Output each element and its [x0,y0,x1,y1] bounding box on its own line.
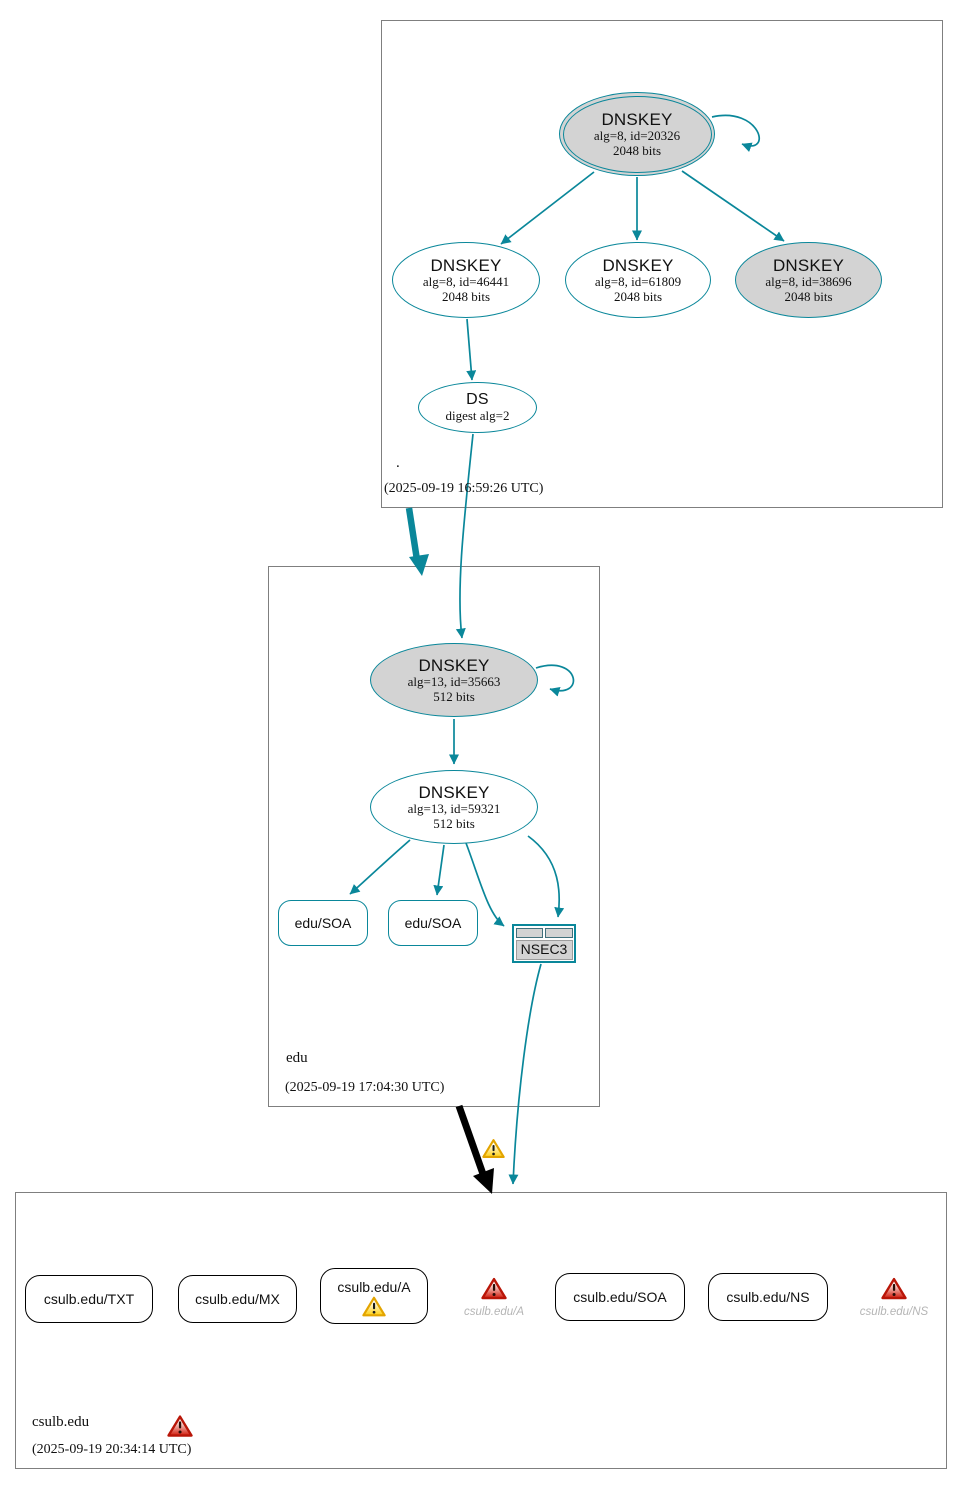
edge-nsec3-to-csulb [508,963,542,1185]
edge-zsk46441-to-ds [466,318,477,381]
nsec3-cell [545,927,573,938]
warning-icon [362,1296,386,1317]
edge-delegation-edu-to-csulb-arrowhead [473,1168,494,1194]
edge-edu-zsk-to-nsec3-left [465,842,505,927]
node-digest: digest alg=2 [445,408,510,424]
dnskey-node-root-46441[interactable]: DNSKEY alg=8, id=46441 2048 bits [392,242,540,318]
ksk-double-border-ring [562,95,712,173]
dnskey-node-root-20326[interactable]: DNSKEY alg=8, id=20326 2048 bits [559,92,715,176]
zone-box-root [381,20,943,508]
node-alg: alg=13, id=59321 [407,800,501,816]
node-label: edu/SOA [294,915,352,931]
node-label: csulb.edu/NS [726,1289,810,1305]
node-alg: alg=8, id=20326 [593,127,681,143]
zone-timestamp-csulb: (2025-09-19 20:34:14 UTC) [32,1442,192,1457]
error-icon [881,1277,907,1300]
rrset-node-csulb-txt[interactable]: csulb.edu/TXT [25,1275,153,1323]
dnskey-node-edu-35663[interactable]: DNSKEY alg=13, id=35663 512 bits [370,643,538,717]
rrset-node-edu-soa-1[interactable]: edu/SOA [278,900,368,946]
delegation-warning-icon [482,1138,505,1159]
edge-ds-to-edu-ksk [455,433,474,639]
node-label: csulb.edu/SOA [573,1289,667,1305]
error-icon [481,1277,507,1300]
node-title: DNSKEY [418,782,490,802]
rrset-node-csulb-ns[interactable]: csulb.edu/NS [708,1273,828,1321]
node-label: edu/SOA [404,915,462,931]
zone-box-edu [268,566,600,1107]
zone-box-csulb-edu [15,1192,947,1469]
zone-error-icon [167,1414,193,1438]
node-alg: alg=13, id=35663 [407,673,501,689]
dnskey-node-root-38696[interactable]: DNSKEY alg=8, id=38696 2048 bits [735,242,882,318]
edge-delegation-root-to-edu [405,507,421,561]
dnskey-node-edu-59321[interactable]: DNSKEY alg=13, id=59321 512 bits [370,770,538,844]
ds-node-root[interactable]: DS digest alg=2 [418,382,537,433]
node-title: DS [466,391,489,409]
node-label: csulb.edu/A [463,1306,525,1318]
edge-root-ksk-self-loop [711,114,760,153]
edge-root-ksk-to-zsk46441 [500,171,595,245]
edge-delegation-root-to-edu-arrowhead [409,554,429,576]
node-alg: alg=8, id=46441 [422,273,510,289]
zone-label-edu: edu [286,1050,308,1066]
nsec3-cell [515,927,543,938]
node-label: csulb.edu/NS [859,1306,929,1318]
node-label: csulb.edu/TXT [43,1291,135,1307]
node-alg: alg=8, id=61809 [594,273,682,289]
rrset-node-csulb-soa[interactable]: csulb.edu/SOA [555,1273,685,1321]
node-title: DNSKEY [602,255,674,275]
nsec3-node-edu[interactable]: NSEC3 [512,924,576,963]
node-bits: 512 bits [433,688,475,704]
node-title: DNSKEY [601,109,673,129]
node-bits: 2048 bits [612,142,662,158]
negative-response-csulb-ns[interactable]: csulb.edu/NS [856,1277,932,1318]
edge-edu-zsk-to-soa2 [433,844,445,896]
edge-delegation-edu-to-csulb [455,1104,487,1176]
node-bits: 2048 bits [784,288,833,304]
edge-edu-zsk-to-soa1 [349,839,411,895]
rrset-node-edu-soa-2[interactable]: edu/SOA [388,900,478,946]
node-title: DNSKEY [418,655,490,675]
edge-edu-ksk-self-loop [535,664,575,697]
node-title: DNSKEY [772,255,845,275]
edge-edu-zsk-to-nsec3-right [527,835,565,918]
nsec3-header-cells [515,927,573,938]
node-label: csulb.edu/MX [195,1291,280,1307]
zone-timestamp-root: (2025-09-19 16:59:26 UTC) [384,481,544,496]
node-bits: 512 bits [433,815,475,831]
edge-root-ksk-to-ksk38696 [681,170,785,242]
rrset-node-csulb-a[interactable]: csulb.edu/A [320,1268,428,1324]
node-alg: alg=8, id=38696 [765,273,852,289]
dnskey-node-root-61809[interactable]: DNSKEY alg=8, id=61809 2048 bits [565,242,711,318]
node-bits: 2048 bits [441,288,491,304]
zone-timestamp-edu: (2025-09-19 17:04:30 UTC) [285,1080,445,1095]
zone-label-root: . [396,455,400,471]
node-label: csulb.edu/A [337,1278,411,1295]
node-title: DNSKEY [430,255,502,275]
zone-label-csulb: csulb.edu [32,1414,90,1430]
node-bits: 2048 bits [613,288,663,304]
rrset-node-csulb-mx[interactable]: csulb.edu/MX [178,1275,297,1323]
node-label: NSEC3 [520,941,568,957]
negative-response-csulb-a[interactable]: csulb.edu/A [458,1277,530,1318]
